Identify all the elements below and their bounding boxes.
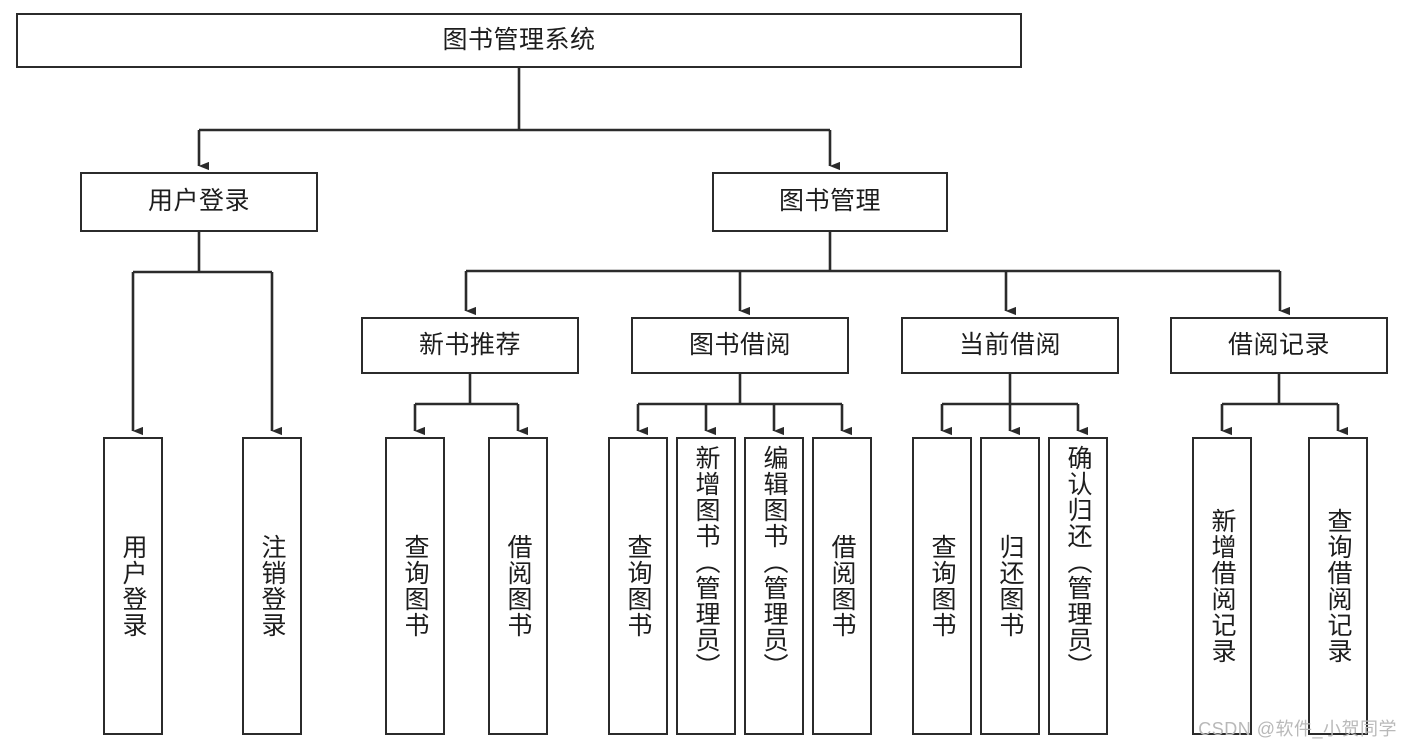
- leaf-current-confirm-return[interactable]: 确认归还（管理员）: [1048, 437, 1108, 735]
- edge-group-user-login: [131, 232, 283, 436]
- node-book-borrow-label: 图书借阅: [688, 330, 791, 359]
- edge-group-borrow-record: [1220, 374, 1349, 436]
- csdn-watermark: CSDN @软件_小贺同学: [1198, 719, 1397, 739]
- leaf-borrow-query-book[interactable]: 查询图书: [608, 437, 668, 735]
- node-new-book-recommend-label: 新书推荐: [418, 330, 521, 359]
- leaf-borrow-edit-book[interactable]: 编辑图书（管理员）: [744, 437, 804, 735]
- edge-group-book-manage: [464, 232, 1291, 316]
- leaf-current-confirm-return-label: 确认归还（管理员）: [1064, 445, 1092, 679]
- node-user-login[interactable]: 用户登录: [80, 172, 318, 232]
- leaf-borrow-add-book[interactable]: 新增图书（管理员）: [676, 437, 736, 735]
- leaf-borrow-borrow-book-label: 借阅图书: [828, 534, 856, 638]
- leaf-borrow-borrow-book[interactable]: 借阅图书: [812, 437, 872, 735]
- leaf-record-add-record-label: 新增借阅记录: [1208, 508, 1236, 664]
- edge-group-new-book-rec: [413, 374, 529, 436]
- leaf-logout[interactable]: 注销登录: [242, 437, 302, 735]
- leaf-record-add-record[interactable]: 新增借阅记录: [1192, 437, 1252, 735]
- node-book-borrow[interactable]: 图书借阅: [631, 317, 849, 374]
- leaf-current-return-book[interactable]: 归还图书: [980, 437, 1040, 735]
- edge-group-book-borrow: [636, 374, 853, 436]
- node-book-manage[interactable]: 图书管理: [712, 172, 948, 232]
- leaf-user-login[interactable]: 用户登录: [103, 437, 163, 735]
- node-user-login-label: 用户登录: [147, 187, 250, 216]
- node-current-borrow[interactable]: 当前借阅: [901, 317, 1119, 374]
- leaf-recommend-borrow-book-label: 借阅图书: [504, 534, 532, 638]
- leaf-recommend-query-book[interactable]: 查询图书: [385, 437, 445, 735]
- leaf-borrow-query-book-label: 查询图书: [624, 534, 652, 638]
- leaf-recommend-query-book-label: 查询图书: [401, 534, 429, 638]
- node-current-borrow-label: 当前借阅: [958, 330, 1061, 359]
- leaf-current-query-book-label: 查询图书: [928, 534, 956, 638]
- node-new-book-recommend[interactable]: 新书推荐: [361, 317, 579, 374]
- node-borrow-record-label: 借阅记录: [1227, 330, 1330, 359]
- edge-group-root: [197, 68, 841, 171]
- leaf-current-return-book-label: 归还图书: [996, 534, 1024, 638]
- leaf-record-query-record-label: 查询借阅记录: [1324, 508, 1352, 664]
- leaf-user-login-label: 用户登录: [119, 534, 147, 638]
- node-book-manage-label: 图书管理: [778, 187, 881, 216]
- node-root-system-label: 图书管理系统: [442, 25, 596, 54]
- leaf-current-query-book[interactable]: 查询图书: [912, 437, 972, 735]
- leaf-borrow-add-book-label: 新增图书（管理员）: [692, 445, 720, 679]
- edge-group-current-borrow: [940, 374, 1089, 436]
- leaf-record-query-record[interactable]: 查询借阅记录: [1308, 437, 1368, 735]
- leaf-recommend-borrow-book[interactable]: 借阅图书: [488, 437, 548, 735]
- node-borrow-record[interactable]: 借阅记录: [1170, 317, 1388, 374]
- node-root-system[interactable]: 图书管理系统: [16, 13, 1022, 68]
- leaf-borrow-edit-book-label: 编辑图书（管理员）: [760, 445, 788, 679]
- leaf-logout-label: 注销登录: [258, 534, 286, 638]
